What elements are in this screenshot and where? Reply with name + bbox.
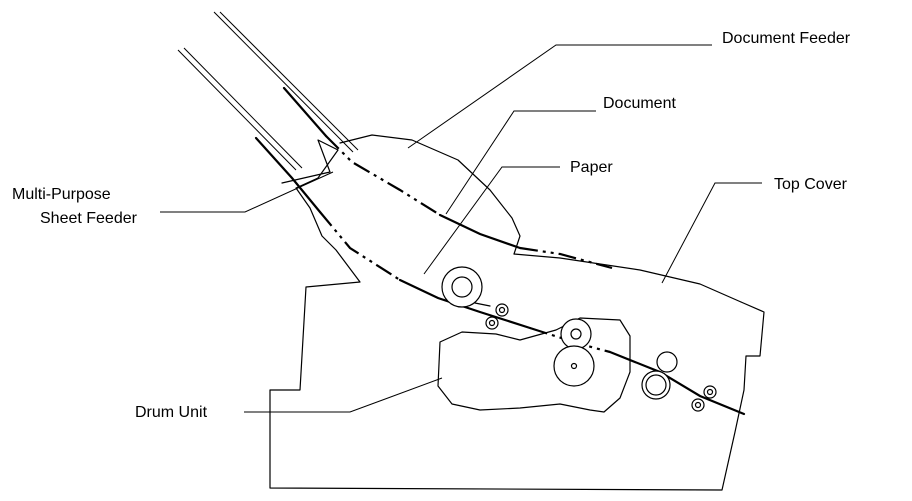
machine-body-outline [269, 134, 765, 491]
label-drum-unit: Drum Unit [135, 404, 208, 421]
labels: Document Feeder Document Paper Top Cover… [12, 30, 851, 421]
document-leader [445, 110, 596, 215]
document-path [282, 86, 613, 270]
document-feeder-leader [407, 44, 712, 149]
label-document: Document [603, 95, 676, 112]
leader-lines [160, 44, 762, 413]
multi-purpose-leader [160, 171, 334, 213]
rollers [441, 266, 717, 412]
label-multi-purpose-line2: Sheet Feeder [40, 210, 138, 227]
label-multi-purpose-line1: Multi-Purpose [12, 186, 111, 203]
paper-leader [423, 166, 560, 275]
drum-unit-leader [244, 377, 443, 413]
label-paper: Paper [570, 159, 613, 176]
paper-path [254, 136, 746, 416]
paper-support-wires [177, 11, 359, 171]
label-document-feeder: Document Feeder [722, 30, 851, 47]
label-top-cover: Top Cover [774, 176, 848, 193]
drum-unit [437, 317, 631, 413]
top-cover-leader [661, 182, 762, 284]
